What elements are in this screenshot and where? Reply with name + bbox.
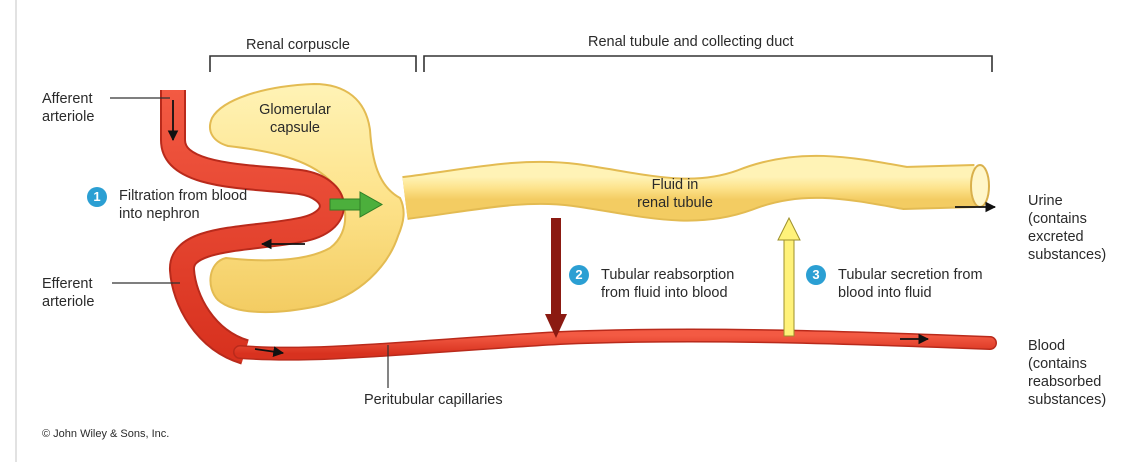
efferent-arteriole-label: Efferent arteriole bbox=[42, 275, 94, 311]
urine-label: Urine (contains excreted substances) bbox=[1028, 192, 1106, 264]
peritubular-capillaries-label: Peritubular capillaries bbox=[364, 391, 503, 409]
renal-corpuscle-bracket bbox=[210, 56, 416, 72]
copyright-text: © John Wiley & Sons, Inc. bbox=[42, 428, 169, 441]
blood-label: Blood (contains reabsorbed substances) bbox=[1028, 337, 1106, 409]
renal-corpuscle-label: Renal corpuscle bbox=[246, 36, 350, 54]
step-3-badge: 3 bbox=[806, 265, 826, 285]
afferent-arteriole-label: Afferent arteriole bbox=[42, 90, 94, 126]
renal-tubule-bracket bbox=[424, 56, 992, 72]
step-1-badge: 1 bbox=[87, 187, 107, 207]
reabsorption-arrow bbox=[545, 218, 567, 338]
step-2-text: Tubular reabsorption from fluid into blo… bbox=[601, 266, 734, 302]
step-2-badge: 2 bbox=[569, 265, 589, 285]
renal-tubule-label: Renal tubule and collecting duct bbox=[588, 33, 794, 51]
step-1-text: Filtration from blood into nephron bbox=[119, 187, 247, 223]
secretion-arrow bbox=[778, 218, 800, 336]
step-3-text: Tubular secretion from blood into fluid bbox=[838, 266, 983, 302]
fluid-in-tubule-label: Fluid in renal tubule bbox=[620, 176, 730, 212]
glomerular-capsule-label: Glomerular capsule bbox=[250, 101, 340, 137]
tubule-open-end bbox=[971, 165, 989, 207]
